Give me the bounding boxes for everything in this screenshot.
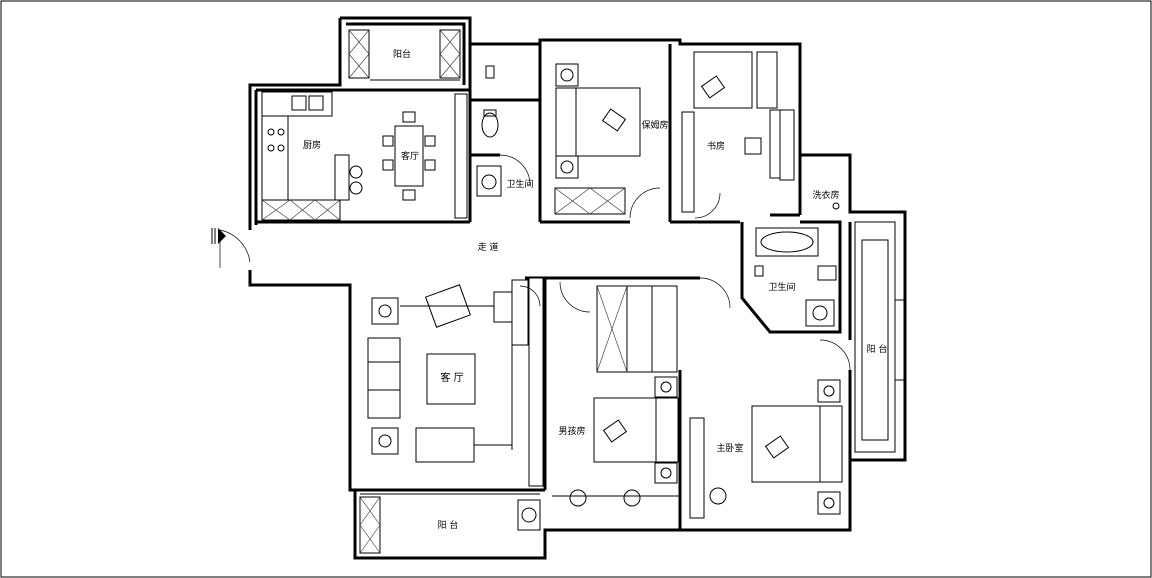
label-balcony-top: 阳台: [393, 48, 411, 60]
balcony-right: [854, 221, 905, 453]
study-furniture: [681, 51, 795, 213]
label-kitchen: 厨房: [303, 139, 321, 151]
laundry-fixtures: [832, 202, 840, 210]
label-study: 书房: [707, 140, 725, 152]
label-laundry: 洗衣房: [812, 189, 839, 201]
label-bath-left: 卫生间: [506, 178, 533, 190]
label-dining: 客厅: [401, 150, 419, 162]
label-boys-room: 男孩房: [558, 425, 585, 437]
entrance-arrow-icon: [211, 228, 226, 244]
label-master: 主卧室: [716, 442, 743, 454]
dining-cabinet: [454, 93, 468, 219]
kitchen: [261, 91, 363, 221]
label-living: 客 厅: [440, 371, 463, 384]
nanny-room-furniture: [554, 63, 641, 215]
balcony-top: [348, 29, 461, 81]
label-corridor: 走 道: [478, 241, 499, 253]
label-bath-right: 卫生间: [768, 281, 795, 293]
living-furniture: [367, 277, 544, 487]
interior-walls: [256, 44, 852, 530]
doors: [219, 154, 851, 371]
label-balcony-right: 阳 台: [867, 343, 888, 355]
dining-table: [382, 111, 436, 201]
bath-right-fixtures: [754, 227, 837, 327]
master-furniture: [689, 379, 843, 519]
boys-room-furniture: [552, 285, 680, 507]
balcony-bottom: [359, 493, 541, 554]
label-balcony-bottom: 阳 台: [438, 519, 459, 531]
bath-left-fixtures: [476, 65, 502, 197]
label-nanny-room: 保姆房: [641, 119, 668, 131]
outer-walls: [248, 16, 907, 560]
